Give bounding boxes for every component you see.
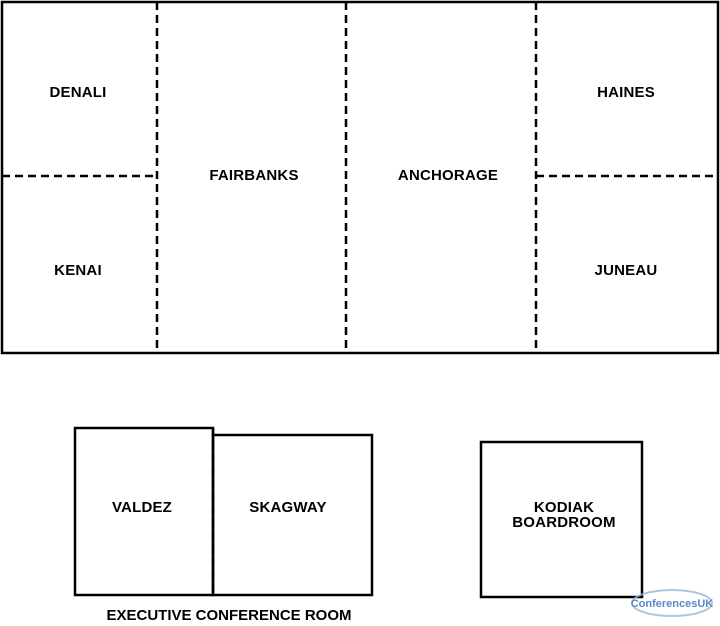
main-hall: DENALI KENAI FAIRBANKS ANCHORAGE HAINES … xyxy=(0,0,720,355)
room-label-kodiak-line2[interactable]: BOARDROOM xyxy=(512,514,615,531)
room-label-denali[interactable]: DENALI xyxy=(49,84,106,101)
kodiak-outline xyxy=(479,440,644,599)
kodiak-boardroom: KODIAK BOARDROOM xyxy=(479,440,644,599)
room-label-haines[interactable]: HAINES xyxy=(597,84,655,101)
room-label-kenai[interactable]: KENAI xyxy=(54,262,102,279)
watermark-text: ConferencesUK xyxy=(631,598,714,610)
skagway-outline xyxy=(211,433,374,597)
conferences-uk-watermark: ConferencesUK xyxy=(631,589,714,617)
executive-conference-room: VALDEZ SKAGWAY EXECUTIVE CONFERENCE ROOM xyxy=(73,426,374,624)
room-label-valdez[interactable]: VALDEZ xyxy=(112,499,172,516)
caption-executive-conference-room: EXECUTIVE CONFERENCE ROOM xyxy=(106,607,351,624)
room-label-fairbanks[interactable]: FAIRBANKS xyxy=(209,167,298,184)
room-label-anchorage[interactable]: ANCHORAGE xyxy=(398,167,498,184)
main-hall-outline xyxy=(0,0,720,355)
watermark-swoosh-icon xyxy=(631,589,713,617)
room-label-juneau[interactable]: JUNEAU xyxy=(595,262,658,279)
room-label-kodiak-line1[interactable]: KODIAK xyxy=(534,499,594,516)
room-label-skagway[interactable]: SKAGWAY xyxy=(249,499,327,516)
